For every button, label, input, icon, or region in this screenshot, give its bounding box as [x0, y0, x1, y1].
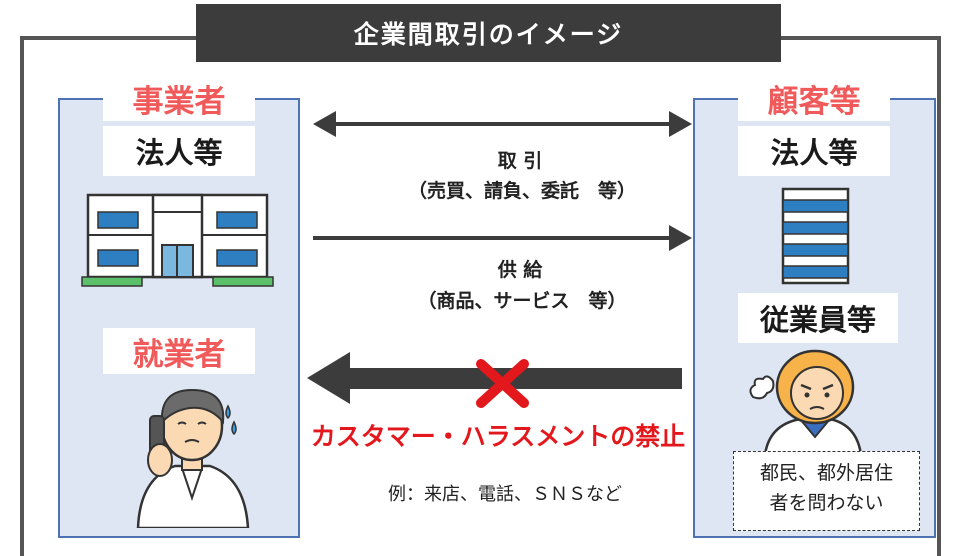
worker-on-phone-icon	[136, 388, 250, 528]
business-heading: 事業者	[103, 75, 255, 121]
office-tower-icon	[781, 187, 850, 285]
diagram-title: 企業間取引のイメージ	[196, 4, 781, 62]
prohibition-x-icon	[476, 359, 529, 408]
transaction-detail: （売買、請負、委託 等）	[407, 180, 636, 202]
residency-note: 都民、都外居住 者を問わない	[733, 451, 920, 531]
supply-detail: （商品、サービス 等）	[417, 290, 627, 312]
prohibition-text: カスタマー・ハラスメントの禁止	[310, 422, 686, 451]
worker-heading: 就業者	[103, 328, 255, 374]
note-line-2: 者を問わない	[769, 492, 884, 514]
left-corp-label: 法人等	[103, 126, 255, 176]
supply-arrow	[313, 225, 692, 251]
supply-title: 供 給	[497, 259, 543, 281]
transaction-arrow	[313, 111, 692, 137]
right-corp-label: 法人等	[738, 126, 890, 176]
customer-heading: 顧客等	[738, 75, 890, 121]
angry-customer-icon	[749, 349, 863, 455]
note-line-1: 都民、都外居住	[759, 462, 893, 484]
example-text: 例：来店、電話、ＳＮＳなど	[388, 484, 622, 505]
building-icon	[81, 193, 274, 287]
transaction-title: 取 引	[497, 150, 543, 172]
employee-label: 従業員等	[738, 293, 898, 343]
